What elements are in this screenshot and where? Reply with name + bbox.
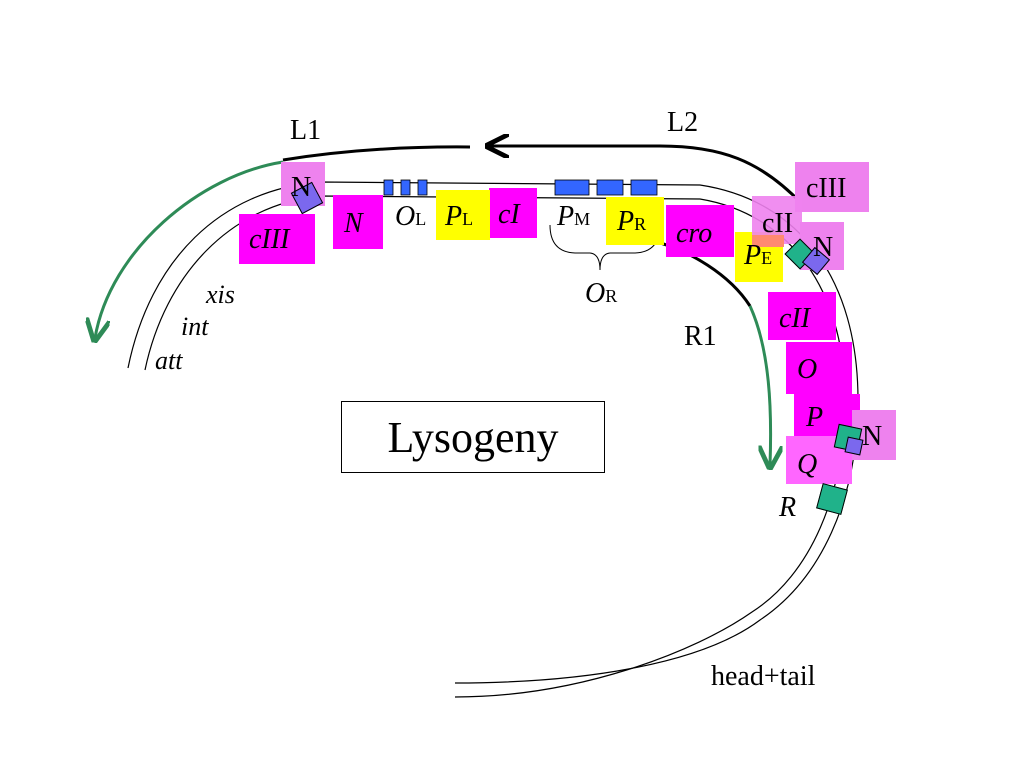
promoter-pm-subscript: M [574,209,591,229]
gene-box-n [333,195,383,249]
promoter-pm-letter: P [557,201,575,232]
operator-or-letter: O [585,278,606,309]
gene-label-q: Q [797,449,818,480]
operator-ol-letter: O [395,201,416,232]
promoter-label-pe: PE [744,242,772,270]
gene-box-ci [489,188,537,238]
protein-label-cii-right: cII [762,208,794,239]
gene-label-n: N [344,208,363,239]
promoter-label-pr: PR [617,208,646,236]
transcript-l1-line [282,145,471,162]
promoter-label-pl: PL [445,203,473,231]
rightward-antitermination-arrow [748,305,771,465]
promoter-pr-subscript: R [634,214,647,234]
gene-box-cro [666,205,734,257]
transcript-label-r1: R1 [684,321,717,352]
gene-label-cro: cro [676,218,713,249]
operator-or-1 [554,179,590,196]
promoter-label-pm: PM [557,203,590,231]
diagram-title: Lysogeny [341,401,605,473]
gene-box-o [786,342,852,394]
operator-ol-3 [417,179,428,196]
operator-or-3 [630,179,658,196]
operator-label-ol: OL [395,203,426,231]
promoter-box-pr [606,197,664,245]
gene-label-ciii-left: cIII [249,224,290,255]
gene-label-xis: xis [206,280,235,309]
promoter-pl-letter: P [445,201,463,232]
operator-ol-1 [383,179,394,196]
protein-box-ciii-right [795,162,869,212]
promoter-pe-letter: P [744,240,762,271]
operator-ol-subscript: L [415,209,427,229]
promoter-pr-letter: P [617,206,635,237]
protein-label-n-left: N [291,172,312,203]
gene-label-head-tail: head+tail [711,661,816,692]
leftward-antitermination-arrow [95,160,284,338]
gene-label-att: att [155,346,183,375]
operator-label-or: OR [585,280,617,308]
gene-label-o: O [797,354,818,385]
gene-box-cii [768,292,836,340]
promoter-box-pl [436,190,490,240]
protein-label-n-lower: N [862,421,883,452]
protein-label-ciii-right: cIII [806,173,847,204]
operator-or-brace [549,224,661,271]
transcript-label-l2: L2 [667,107,699,138]
operator-ol-2 [400,179,411,196]
operator-or-subscript: R [605,286,618,306]
transcript-label-l1: L1 [290,115,322,146]
gene-label-r: R [779,492,797,523]
gene-box-ciii-left [239,214,315,264]
protein-label-n-right: N [813,232,834,263]
transcript-l2-arrow [490,146,804,206]
gene-label-p: P [806,402,824,433]
promoter-pl-subscript: L [462,209,474,229]
gene-label-ci: cI [498,199,520,230]
marker-purple-lower [844,436,864,456]
operator-or-2 [596,179,624,196]
gene-label-cii: cII [779,303,811,334]
protein-box-cii-overlap [752,235,784,247]
gene-label-int: int [181,312,209,341]
promoter-pe-subscript: E [761,248,773,268]
